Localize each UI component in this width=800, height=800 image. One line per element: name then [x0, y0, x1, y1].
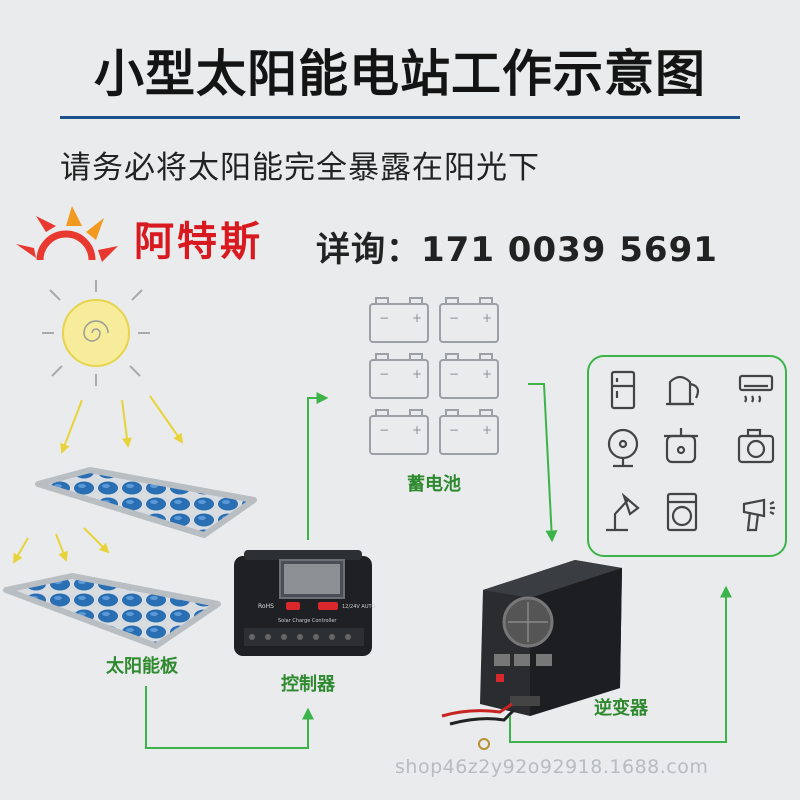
- watermark: shop46z2y92o92918.1688.com: [395, 756, 709, 778]
- kettle-icon: [666, 375, 700, 406]
- washing-machine-icon: [666, 492, 698, 532]
- rice-cooker-icon: [664, 428, 698, 464]
- battery-minus-sign: −: [379, 311, 389, 325]
- inverter-label: 逆变器: [594, 698, 648, 719]
- battery-icon: −+: [439, 353, 499, 399]
- inverter: [480, 560, 622, 716]
- desk-lamp-icon: [606, 492, 640, 532]
- page-title: 小型太阳能电站工作示意图: [94, 45, 706, 103]
- battery-plus-sign: +: [482, 423, 492, 437]
- brand-name: 阿特斯: [134, 219, 263, 265]
- battery-minus-sign: −: [449, 367, 459, 381]
- battery-minus-sign: −: [449, 423, 459, 437]
- battery-icon: −+: [439, 409, 499, 455]
- controller-mark: RoHS: [258, 603, 274, 610]
- fan-icon: [607, 428, 639, 468]
- hair-dryer-icon: [742, 498, 775, 532]
- appliance-group: [587, 355, 787, 557]
- battery-plus-sign: +: [412, 423, 422, 437]
- battery-minus-sign: −: [379, 367, 389, 381]
- camera-icon: [737, 428, 775, 464]
- battery-icon: −+: [439, 297, 499, 343]
- controller-caption: Solar Charge Controller: [278, 618, 337, 624]
- battery-icon: −+: [369, 297, 429, 343]
- battery-icon: −+: [369, 353, 429, 399]
- battery-minus-sign: −: [449, 311, 459, 325]
- sun-icon: [42, 280, 150, 386]
- battery-plus-sign: +: [412, 311, 422, 325]
- solar-panel-lower: [3, 573, 221, 649]
- battery-label: 蓄电池: [407, 474, 461, 495]
- battery-plus-sign: +: [412, 367, 422, 381]
- battery-bank: −+−+−+−+−+−+: [369, 297, 499, 455]
- battery-plus-sign: +: [482, 367, 492, 381]
- fridge-icon: [610, 370, 636, 410]
- charge-controller: RoHS 12/24V AUTO Solar Charge Controller: [234, 550, 376, 656]
- controller-label: 控制器: [281, 674, 335, 695]
- brand-logo-icon: [16, 206, 118, 262]
- solar-panel-upper: [35, 467, 257, 538]
- subtitle: 请务必将太阳能完全暴露在阳光下: [60, 150, 540, 186]
- controller-voltage: 12/24V AUTO: [342, 604, 376, 610]
- battery-plus-sign: +: [482, 311, 492, 325]
- solar-panel-label: 太阳能板: [106, 656, 178, 677]
- battery-icon: −+: [369, 409, 429, 455]
- battery-minus-sign: −: [379, 423, 389, 437]
- flow-arrows: [145, 383, 732, 749]
- title-divider: [60, 116, 740, 119]
- battery-cables: [441, 702, 516, 750]
- sunlight-rays: [12, 395, 184, 564]
- contact-phone: 详询：171 0039 5691: [316, 230, 718, 270]
- air-conditioner-icon: [738, 374, 774, 403]
